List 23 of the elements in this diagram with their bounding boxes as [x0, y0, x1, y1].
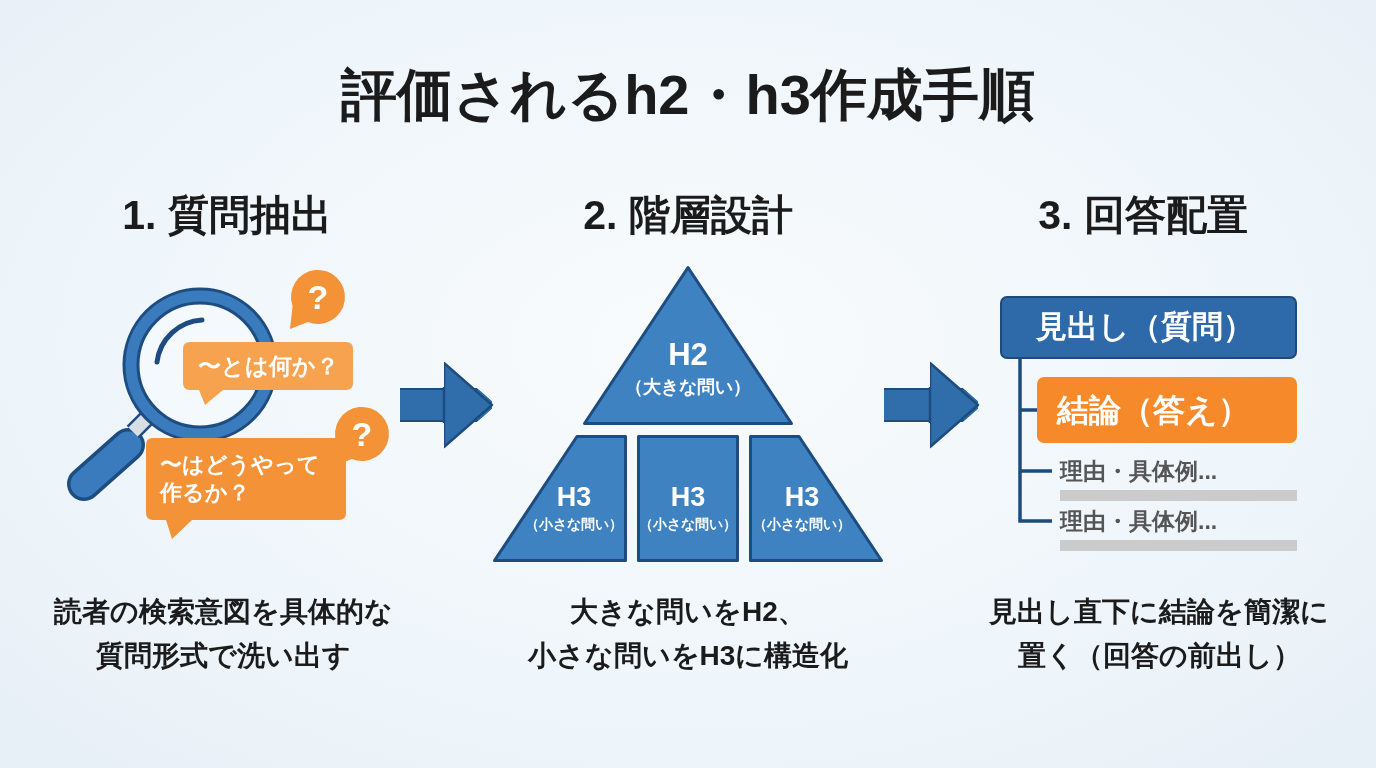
question-mark: ? [351, 414, 373, 454]
level-label: H3 [556, 482, 592, 512]
title: 評価されるh2・h3作成手順 [341, 62, 1035, 128]
answer-box: 結論（答え） [1037, 377, 1297, 443]
level-label: H3 [784, 482, 820, 512]
level-label: H2 [668, 338, 708, 372]
level-caption: （小さな問い） [525, 516, 623, 534]
step-heading: 2. 階層設計 [583, 191, 793, 240]
level-label: H3 [670, 482, 706, 512]
question-mark: ? [307, 277, 329, 317]
bubble-text: 〜はどうやって作るか？ [160, 451, 321, 507]
bubble-text: 〜とは何か？ [197, 352, 339, 381]
step-heading: 1. 質問抽出 [122, 191, 332, 240]
step-description: 見出し直下に結論を簡潔に置く（回答の前出し） [988, 595, 1330, 673]
step-heading: 3. 回答配置 [1038, 191, 1248, 240]
level-caption: （大きな問い） [625, 376, 751, 398]
heading-bar: 見出し（質問） [1000, 296, 1297, 359]
level-caption: （小さな問い） [753, 516, 851, 534]
list-item-text: 理由・具体例... [1060, 457, 1218, 486]
step-description: 読者の検索意図を具体的な質問形式で洗い出す [52, 595, 394, 673]
list-item-text: 理由・具体例... [1060, 507, 1218, 536]
step-description: 大きな問いをH2、小さな問いをH3に構造化 [526, 595, 850, 673]
level-caption: （小さな問い） [639, 516, 737, 534]
